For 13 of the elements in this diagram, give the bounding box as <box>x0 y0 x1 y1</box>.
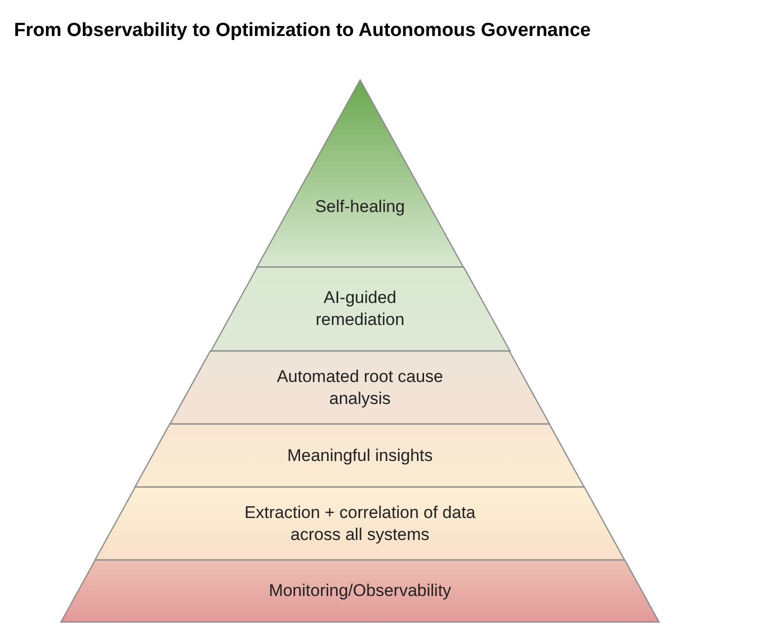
tier-label: Self-healing <box>314 196 406 218</box>
pyramid-tier <box>135 424 585 487</box>
tier-label: AI-guided remediation <box>314 287 406 331</box>
tier-label: Meaningful insights <box>286 444 434 466</box>
pyramid-tier <box>210 267 510 351</box>
pyramid-tier <box>61 560 659 622</box>
pyramid-tier <box>256 80 464 267</box>
pyramid-tier <box>170 351 550 424</box>
pyramid-tier <box>95 487 625 560</box>
diagram-title: From Observability to Optimization to Autonomous Governance <box>14 20 591 42</box>
tier-label: Automated root cause analysis <box>276 366 444 410</box>
tier-label: Extraction + correlation of data across all systems <box>243 502 476 546</box>
tier-label: Monitoring/Observability <box>268 580 452 602</box>
